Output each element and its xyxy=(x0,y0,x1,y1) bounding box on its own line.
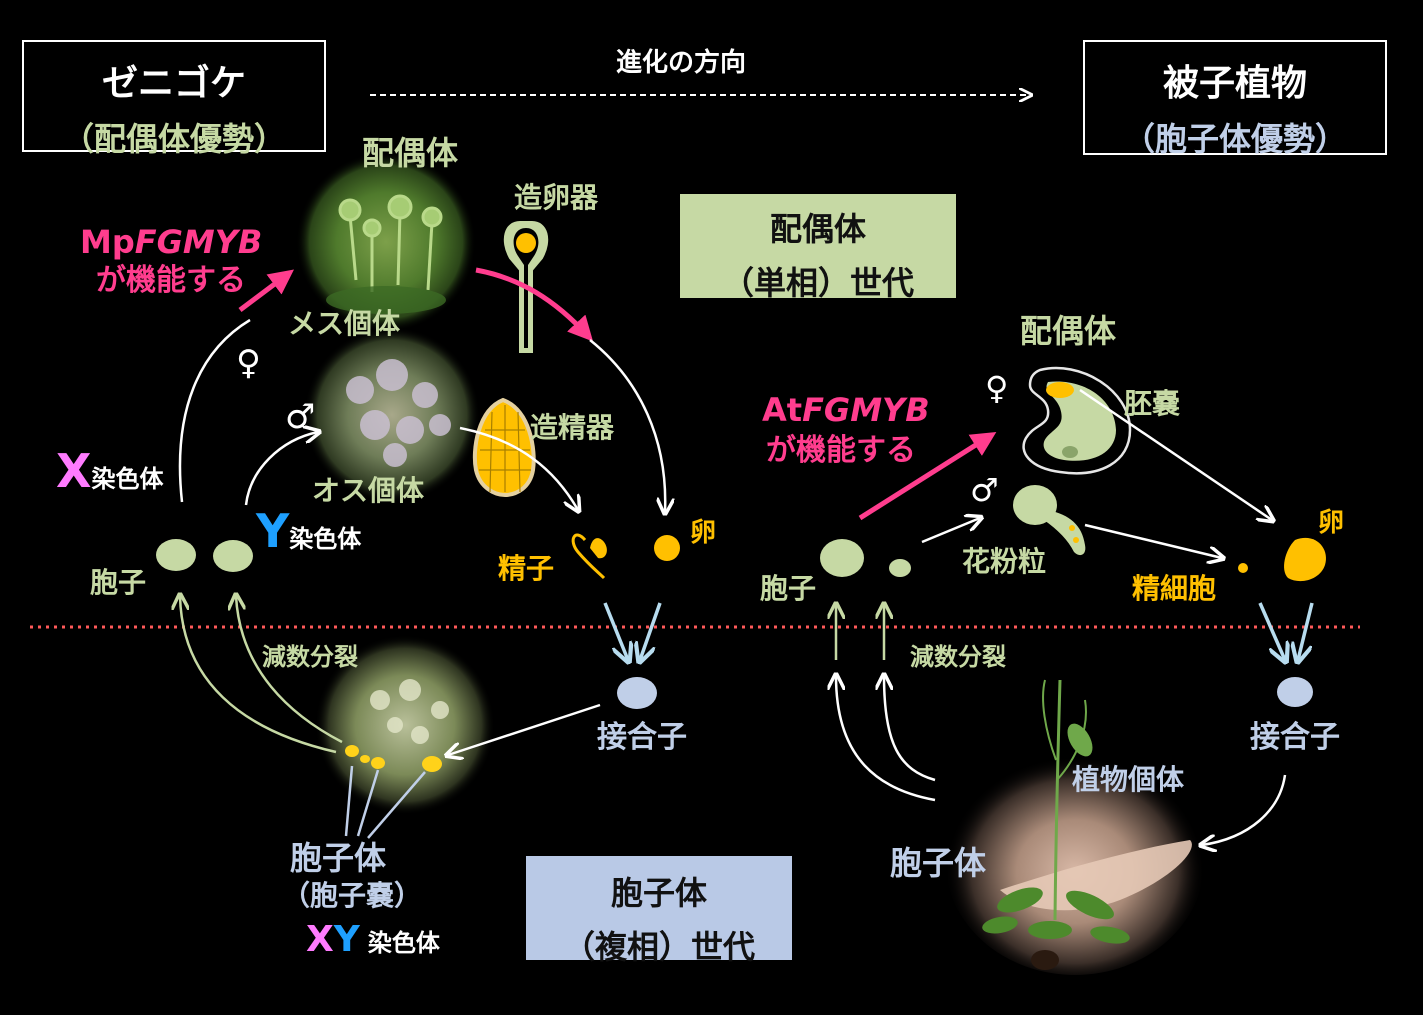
angiosperm-zygote-shape xyxy=(1277,677,1313,707)
gametophyte-generation-line1: 配偶体 xyxy=(769,210,866,248)
sperm-fusion-arrow xyxy=(603,602,628,660)
at-fgmyb-prefix: At xyxy=(762,391,803,429)
x-chromosome-word: 染色体 xyxy=(91,465,164,493)
evolution-label: 進化の方向 xyxy=(616,48,747,78)
angiosperm-spore-large xyxy=(820,539,864,577)
liverwort-title-box: ゼニゴケ （配偶体優勢） xyxy=(22,40,326,158)
meiosis-arrow-x xyxy=(180,596,337,754)
spore-to-female-arrow xyxy=(178,318,251,503)
sperm-cell-shape xyxy=(1238,563,1248,573)
at-fgmyb-name: FGMYB xyxy=(802,391,930,429)
gametophyte-generation-box: 配偶体 （単相）世代 xyxy=(680,194,956,302)
zygote-to-plant-arrow xyxy=(1202,774,1287,845)
at-fgmyb-gene: AtFGMYB xyxy=(762,394,930,426)
angiosperm-meiosis-label: 減数分裂 xyxy=(910,643,1006,671)
angiosperm-egg-label: 卵 xyxy=(1318,508,1345,538)
liverwort-spore-x xyxy=(156,539,196,571)
angiosperm-spore-small xyxy=(889,559,911,577)
sporangium-label: （胞子嚢） xyxy=(282,879,423,912)
angiosperm-egg-fusion-arrow xyxy=(1298,602,1314,660)
spore-to-male-arrow xyxy=(244,432,318,506)
angiosperm-title: 被子植物 xyxy=(1162,63,1307,104)
liverwort-meiosis-label: 減数分裂 xyxy=(262,643,358,671)
antheridium-to-sperm-arrow xyxy=(459,426,578,510)
mp-fgmyb-function: が機能する xyxy=(96,263,246,298)
female-individual-label: メス個体 xyxy=(288,307,401,340)
embryo-sac-shape xyxy=(1022,366,1132,475)
xy-x-letter: X xyxy=(306,919,334,960)
liverwort-egg-shape xyxy=(654,535,680,561)
spore-to-pollen-arrow xyxy=(921,518,980,544)
embryo-sac-label: 胚嚢 xyxy=(1124,387,1181,420)
angiosperm-zygote-label: 接合子 xyxy=(1250,720,1340,755)
sporophyte-generation-line1: 胞子体 xyxy=(610,874,707,912)
zygote-to-sporophyte-arrow xyxy=(448,703,601,755)
angiosperm-sporophyte-label: 胞子体 xyxy=(890,844,987,882)
pollen-to-sperm-cell-arrow xyxy=(1084,523,1222,558)
angiosperm-gametophyte-label: 配偶体 xyxy=(1020,312,1117,350)
angiosperm-title-box: 被子植物 （胞子体優勢） xyxy=(1083,40,1387,158)
sporophyte-generation-line2: （複相）世代 xyxy=(562,928,755,966)
y-chromosome-word: 染色体 xyxy=(289,525,362,553)
male-liverwort-photo xyxy=(304,327,480,503)
female-to-archegonium-pink-arrow xyxy=(475,267,594,342)
egg-fusion-arrow xyxy=(640,602,662,660)
sporophyte-to-meiosis-arrow-1 xyxy=(836,676,936,802)
archegonium-label: 造卵器 xyxy=(514,181,599,214)
liverwort-gametophyte-label: 配偶体 xyxy=(362,134,459,172)
mp-fgmyb-prefix: Mp xyxy=(80,223,135,261)
mp-fgmyb-arrow xyxy=(238,269,294,312)
xy-chromosome-word: 染色体 xyxy=(367,929,440,957)
at-fgmyb-arrow xyxy=(858,431,997,521)
sporophyte-to-meiosis-arrow-2 xyxy=(884,676,936,782)
liverwort-title: ゼニゴケ xyxy=(101,63,246,104)
archegonium-to-egg-arrow xyxy=(589,339,665,512)
liverwort-sporophyte-label: 胞子体 xyxy=(290,839,387,877)
sporophyte-pointer-lines xyxy=(344,765,426,839)
arabidopsis-photo xyxy=(945,679,1205,975)
sperm-cell-fusion-arrow xyxy=(1258,602,1285,660)
sperm-cell-label: 精細胞 xyxy=(1132,572,1217,605)
sperm-shape xyxy=(571,533,607,580)
angiosperm-subtitle: （胞子体優勢） xyxy=(1122,120,1347,158)
x-chromosome-label: X染色体 xyxy=(56,448,163,494)
plant-individual-label: 植物個体 xyxy=(1072,763,1185,796)
liverwort-zygote-label: 接合子 xyxy=(597,720,687,755)
angiosperm-female-symbol: ♀ xyxy=(985,369,1009,407)
pollen-shape xyxy=(1013,485,1086,556)
y-chromosome-label: Y染色体 xyxy=(256,508,361,554)
mp-fgmyb-name: FGMYB xyxy=(134,223,263,261)
antheridium-label: 造精器 xyxy=(530,411,615,444)
liverwort-spore-y xyxy=(213,540,253,572)
liverwort-zygote-shape xyxy=(617,677,657,709)
antheridium-shape xyxy=(472,397,536,498)
sporophyte-generation-box: 胞子体 （複相）世代 xyxy=(526,856,792,966)
angiosperm-spore-label: 胞子 xyxy=(760,572,817,605)
female-liverwort-photo xyxy=(296,152,476,332)
angiosperm-male-symbol: ♂ xyxy=(970,471,999,509)
mp-fgmyb-gene: MpFGMYB xyxy=(80,226,262,258)
female-symbol: ♀ xyxy=(236,343,261,383)
male-symbol: ♂ xyxy=(285,397,316,437)
angiosperm-egg-shape xyxy=(1284,537,1326,582)
liverwort-spore-label: 胞子 xyxy=(90,566,147,599)
y-letter: Y xyxy=(256,504,290,558)
male-individual-label: オス個体 xyxy=(312,474,425,507)
liverwort-egg-label: 卵 xyxy=(690,518,717,548)
liverwort-subtitle: （配偶体優勢） xyxy=(61,120,286,158)
sporangium-photo xyxy=(315,635,495,815)
xy-y-letter: Y xyxy=(333,919,360,960)
gametophyte-generation-line2: （単相）世代 xyxy=(721,264,914,302)
at-fgmyb-function: が機能する xyxy=(766,433,916,468)
pollen-label: 花粉粒 xyxy=(962,545,1047,578)
embryo-sac-to-egg-arrow xyxy=(1079,388,1272,520)
meiosis-arrow-y xyxy=(236,596,343,744)
sperm-label: 精子 xyxy=(498,552,555,585)
x-letter: X xyxy=(56,444,92,498)
